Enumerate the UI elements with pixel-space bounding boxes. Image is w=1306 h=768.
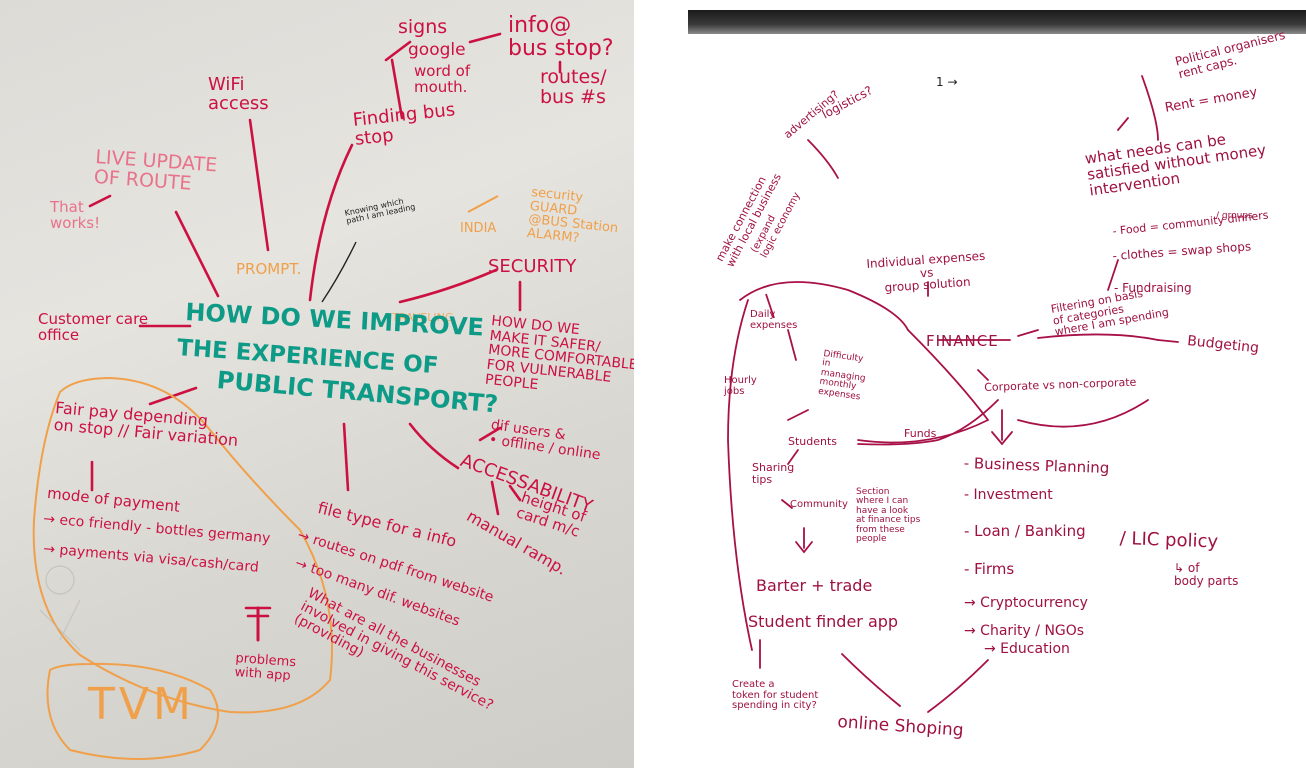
funds-note: Funds [904,427,937,440]
firms-item: - Firms [964,560,1015,578]
stray-mark: 1 → [936,75,958,89]
info-bus-stop-note: info@ bus stop? [508,13,614,62]
security-guard-note: security GUARD @BUS Station ALARM? [526,185,619,247]
groups-note: / groups [1216,211,1253,221]
community-note: Community [790,499,848,510]
tvm-note: TVM [88,679,195,730]
body-parts-note: ↳ of body parts [1174,561,1239,588]
daily-expenses-note: Daily expenses [750,309,798,331]
sharing-tips-note: Sharing tips [752,461,795,486]
students-node: Students [788,435,838,448]
left-connector-lines [32,32,562,760]
loan-banking-item: - Loan / Banking [964,522,1086,540]
left-flipchart-photo: signs google word of mouth. info@ bus st… [0,0,634,768]
finance-node: FINANCE [926,332,999,350]
that-works-note: That works! [50,198,101,232]
signs-note: signs [398,16,448,38]
word-of-mouth-note: word of mouth. [414,62,471,96]
lic-policy-note: / LIC policy [1119,528,1219,553]
section-finance-tips-note: Section where I can have a look at finan… [856,487,921,545]
individual-expenses-note: Individual expenses vs group solution [865,248,986,295]
routes-bus-note: routes/ bus #s [540,66,607,108]
create-token-note: Create a token for student spending in c… [732,679,819,711]
student-finder-app-note: Student finder app [748,612,899,631]
barter-trade-note: Barter + trade [756,576,873,595]
problems-with-app-note: problems with app [234,651,297,684]
education-item: → Education [984,641,1070,657]
fundraising-note: - Fundraising [1114,281,1192,295]
right-connector-lines [727,75,1179,713]
difficulty-managing-note: Difficulty in managing monthly expenses [817,349,867,403]
prompt-note: PROMPT. [236,260,302,278]
security-note: SECURITY [488,256,577,277]
live-update-note: LIVE UPDATE OF ROUTE [93,146,218,195]
google-note: google [408,40,466,60]
cryptocurrency-item: → Cryptocurrency [964,595,1088,611]
right-whiteboard-photo: 1 → Political organisers rent caps. Rent… [688,0,1306,768]
charity-ngos-item: → Charity / NGOs [964,623,1085,639]
safer-note: HOW DO WE MAKE IT SAFER/ MORE COMFORTABL… [484,313,634,393]
traveling-note: TRAVELING [392,311,454,324]
india-note: INDIA [460,221,497,236]
hourly-jobs-note: Hourly jobs [724,375,757,397]
wifi-access-note: WiFi access [208,74,269,114]
customer-care-note: Customer care office [38,310,149,344]
whiteboard-top-edge [688,10,1306,34]
investment-item: - Investment [964,487,1053,503]
